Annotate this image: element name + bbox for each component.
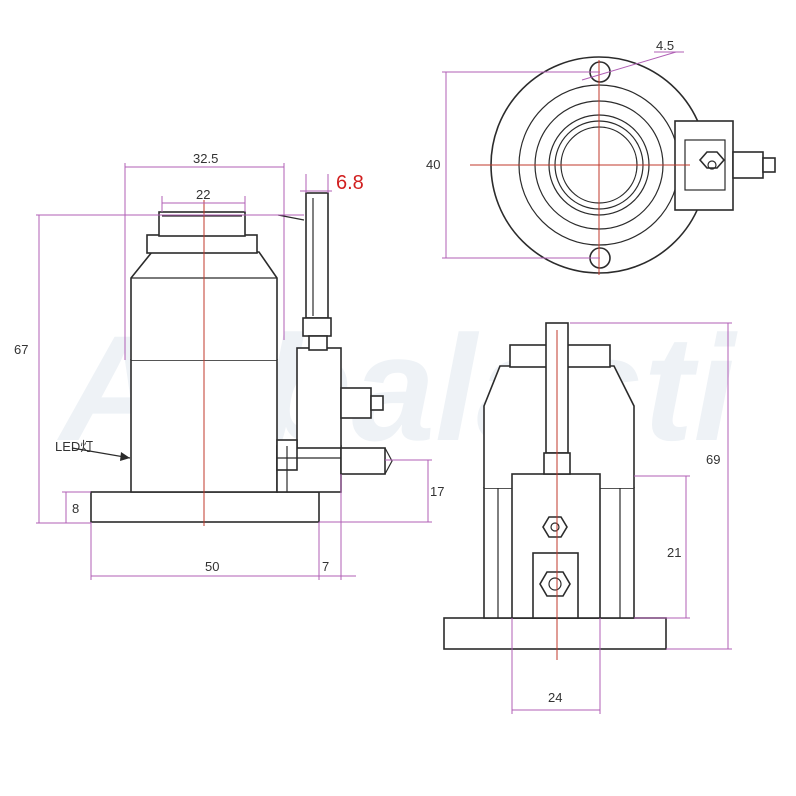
top-hex-nut — [698, 151, 726, 169]
dim-50-text: 50 — [205, 559, 219, 574]
side-fitting — [340, 387, 372, 419]
top-hex-hole — [707, 160, 717, 170]
side-base-plate — [443, 617, 667, 650]
side-fitting-lower-hole — [548, 577, 562, 591]
dim-17-text: 17 — [430, 484, 444, 499]
led-leader — [71, 447, 131, 459]
spindle-nut — [302, 317, 332, 337]
dim-4-5-text: 4.5 — [656, 38, 674, 53]
base-plate — [90, 491, 320, 523]
dim-40-text: 40 — [426, 157, 440, 172]
dim-6-8-text: 6.8 — [336, 172, 364, 194]
top-side-tube — [732, 151, 764, 179]
top-side-tip — [762, 157, 776, 173]
side-fitting-upper — [542, 516, 568, 538]
side-fitting-upper-hole — [550, 522, 560, 532]
dim-22-text: 22 — [196, 187, 210, 202]
led-arrow — [120, 452, 130, 461]
dim-67-text: 67 — [14, 342, 28, 357]
side-fitting-lower — [539, 571, 571, 597]
spindle-nut-lower — [308, 335, 328, 351]
bracket-post — [296, 347, 342, 449]
dim-7-text: 7 — [322, 559, 329, 574]
spindle-rod — [305, 192, 329, 319]
side-fitting-tip — [370, 395, 384, 411]
dim-69-text: 69 — [706, 452, 720, 467]
protruding-tube — [340, 447, 386, 475]
top-collar — [146, 234, 258, 254]
front-view: LED灯 32.5 22 6.8 67 8 17 — [14, 151, 444, 580]
led-label: LED灯 — [55, 439, 93, 454]
rod-leader — [277, 214, 305, 221]
side-view: 69 21 24 — [443, 322, 732, 714]
dim-8-text: 8 — [72, 501, 79, 516]
dim-4-5-leader — [581, 51, 677, 81]
top-view: 40 4.5 — [426, 38, 776, 275]
tube-break — [384, 447, 393, 475]
dim-32-5-text: 32.5 — [193, 151, 218, 166]
dim-21-text: 21 — [667, 545, 681, 560]
dim-24-text: 24 — [548, 690, 562, 705]
